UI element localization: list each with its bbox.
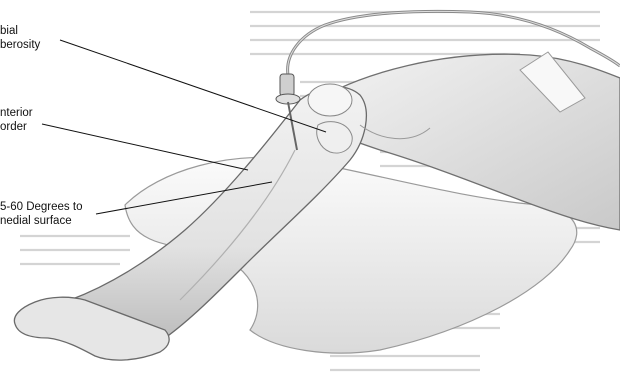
label-anterior-border-line2: order [0, 120, 33, 134]
label-tibial-tuberosity-line1: bial [0, 24, 40, 38]
label-tibial-tuberosity-line2: berosity [0, 38, 40, 52]
label-anterior-border-line1: nterior [0, 106, 33, 120]
needle-hub [280, 74, 294, 96]
leader-line-anterior-border [42, 124, 248, 170]
label-anterior-border: nterior order [0, 106, 33, 134]
label-insertion-angle: 5-60 Degrees to nedial surface [0, 200, 82, 228]
label-insertion-angle-line2: nedial surface [0, 214, 82, 228]
label-tibial-tuberosity: bial berosity [0, 24, 40, 52]
patella [308, 84, 352, 116]
label-insertion-angle-line1: 5-60 Degrees to [0, 200, 82, 214]
